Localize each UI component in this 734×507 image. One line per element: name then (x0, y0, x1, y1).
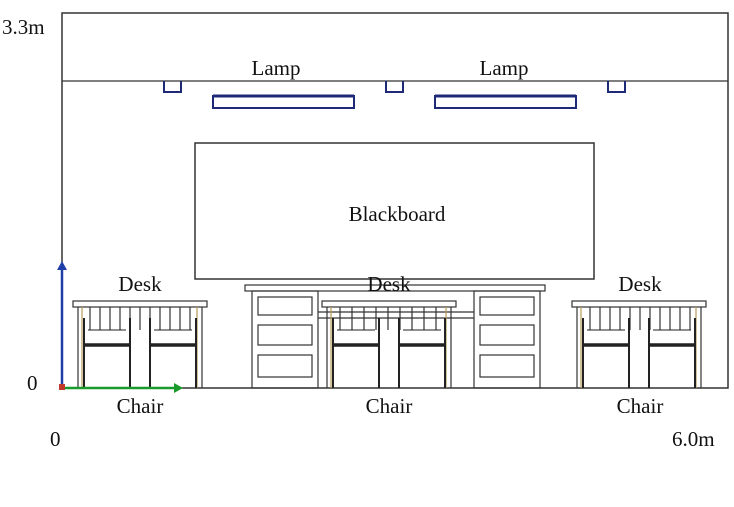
lamp-bracket-middle (385, 81, 404, 93)
chair-label-middle: Chair (366, 394, 413, 418)
teacher-desk (244, 284, 546, 389)
desk-label-middle: Desk (367, 272, 411, 296)
lamp-bracket-left (163, 81, 182, 93)
chair-right-a (582, 318, 630, 388)
lamp-left (212, 95, 355, 109)
lamp-label-right: Lamp (480, 56, 529, 80)
lamp-bracket-right (607, 81, 626, 93)
chair-left-a (83, 318, 131, 388)
width-label-right: 6.0m (672, 427, 715, 451)
y-axis-arrow (57, 261, 67, 388)
chair-left-b (149, 318, 197, 388)
origin-label-y: 0 (27, 371, 38, 395)
blackboard (194, 142, 595, 280)
chair-middle-a (332, 318, 380, 388)
lamp-label-left: Lamp (252, 56, 301, 80)
lamp-right (434, 95, 577, 109)
desk-label-left: Desk (118, 272, 162, 296)
chair-label-left: Chair (117, 394, 164, 418)
height-label-top: 3.3m (2, 15, 45, 39)
room-outline (61, 12, 729, 389)
chair-right-b (648, 318, 696, 388)
chair-middle-b (398, 318, 446, 388)
origin-label-x: 0 (50, 427, 61, 451)
origin-marker (59, 384, 65, 390)
chair-label-right: Chair (617, 394, 664, 418)
x-axis-arrow (62, 383, 183, 393)
blackboard-label: Blackboard (349, 202, 446, 226)
desk-label-right: Desk (618, 272, 662, 296)
